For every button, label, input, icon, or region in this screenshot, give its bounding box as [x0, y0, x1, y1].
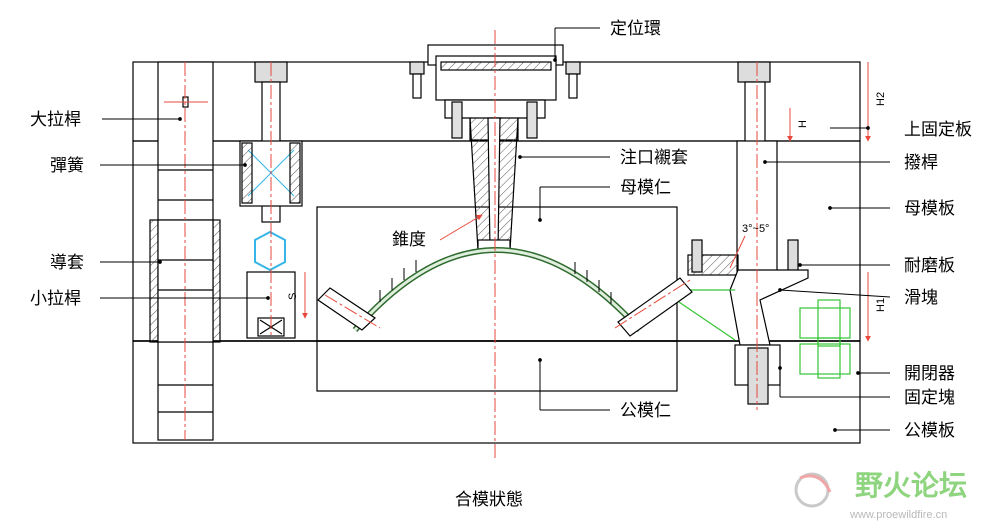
label-small-pull-rod: 小拉桿	[30, 289, 81, 309]
molded-part	[352, 247, 643, 333]
dim-angle: 3°~5°	[742, 223, 769, 235]
watermark-title: 野火论坛	[855, 469, 967, 502]
label-sprue-bushing: 注口襯套	[620, 148, 688, 168]
dim-s: S	[287, 293, 299, 300]
label-switch: 開閉器	[904, 364, 955, 384]
label-top-clamp-plate: 上固定板	[904, 120, 972, 140]
label-core-insert: 公模仁	[620, 401, 671, 421]
watermark: 野火论坛 www.proewildfire.cn	[794, 469, 967, 521]
core-insert	[316, 340, 678, 392]
dimension-marks	[302, 62, 871, 342]
dim-h: H	[797, 120, 809, 128]
watermark-logo-icon	[794, 472, 832, 508]
label-locating-ring: 定位環	[610, 19, 661, 39]
center-lines	[184, 30, 758, 460]
label-guide-bushing: 導套	[50, 253, 84, 273]
label-taper: 錐度	[392, 230, 426, 250]
leader-lines	[100, 27, 891, 432]
locating-ring	[409, 44, 581, 101]
label-spring: 彈簧	[50, 156, 84, 176]
dim-h2: H2	[875, 92, 887, 106]
label-fixed-block: 固定塊	[904, 388, 955, 408]
angled-cores	[317, 277, 693, 337]
label-slider: 滑塊	[904, 288, 938, 308]
dim-h1: H1	[875, 298, 887, 312]
label-cavity-plate: 母模板	[904, 199, 955, 219]
label-large-pull-rod: 大拉桿	[30, 110, 81, 130]
label-wear-plate: 耐磨板	[904, 256, 955, 276]
watermark-url: www.proewildfire.cn	[849, 509, 947, 521]
label-core-plate: 公模板	[904, 421, 955, 441]
label-cavity-insert: 母模仁	[620, 178, 671, 198]
caption: 合模狀態	[455, 490, 523, 510]
label-lever: 撥桿	[904, 153, 938, 173]
